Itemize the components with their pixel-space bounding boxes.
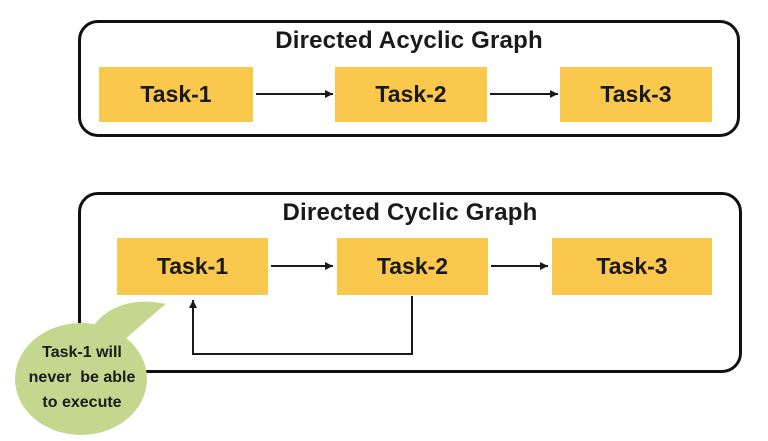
node-label: Task-3 xyxy=(596,253,668,279)
dag-node-task-1: Task-1 xyxy=(99,67,253,122)
dag-container xyxy=(78,20,740,137)
dag-title: Directed Acyclic Graph xyxy=(275,27,543,54)
callout-line-1: Task-1 will xyxy=(42,344,122,361)
dag-node-task-3: Task-3 xyxy=(560,67,712,122)
node-label: Task-2 xyxy=(376,253,449,279)
node-label: Task-2 xyxy=(375,81,447,107)
dcg-container xyxy=(78,192,742,373)
node-label: Task-1 xyxy=(156,253,229,279)
dag-node-task-2: Task-2 xyxy=(335,67,487,122)
dcg-node-task-2: Task-2 xyxy=(337,238,488,295)
node-label: Task-3 xyxy=(600,81,672,107)
callout-line-2: never be able xyxy=(28,369,136,386)
node-label: Task-1 xyxy=(140,81,212,107)
callout-line-3: to execute xyxy=(42,394,122,411)
dcg-node-task-3: Task-3 xyxy=(552,238,712,295)
dcg-node-task-1: Task-1 xyxy=(117,238,268,295)
dcg-title: Directed Cyclic Graph xyxy=(282,199,538,226)
callout-text: Task-1 will never be able to execute xyxy=(6,340,158,415)
